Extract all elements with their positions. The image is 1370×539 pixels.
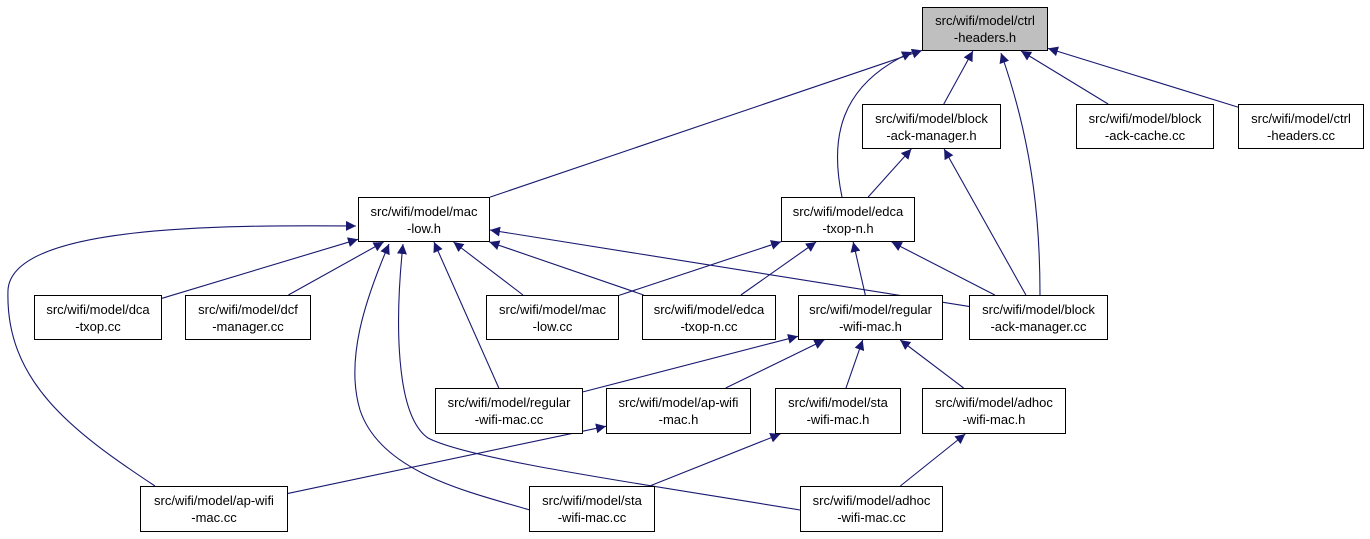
- edge-block-ack-manager-cc-to-mac-low-h: [489, 226, 970, 307]
- node-regular-wifi-mac-cc[interactable]: src/wifi/model/regular -wifi-mac.cc: [435, 388, 583, 434]
- node-label-line1: src/wifi/model/block: [875, 110, 988, 126]
- node-label-line2: -txop-n.cc: [680, 318, 738, 334]
- node-label-line1: src/wifi/model/sta: [542, 493, 642, 508]
- node-label-line1: src/wifi/model/block: [982, 301, 1095, 317]
- edge-regular-wifi-mac-cc-to-mac-low-h: [433, 241, 500, 389]
- node-adhoc-wifi-mac-h[interactable]: src/wifi/model/adhoc -wifi-mac.h: [922, 388, 1066, 434]
- node-ap-wifi-mac-h[interactable]: src/wifi/model/ap-wifi -mac.h: [606, 388, 751, 434]
- edge-ap-wifi-mac-cc-to-ap-wifi-mac-h: [287, 423, 607, 494]
- node-label-line2: -mac.h: [658, 412, 699, 427]
- edge-block-ack-cache-cc-to-ctrl-headers-h: [1020, 50, 1109, 105]
- node-label-line1: src/wifi/model/ap-wifi: [154, 493, 274, 508]
- node-label-line2: -wifi-mac.h: [962, 412, 1026, 427]
- node-label-line1: src/wifi/model/block: [1088, 110, 1202, 126]
- edge-ap-wifi-mac-cc-to-mac-low-h: [7, 220, 357, 487]
- node-label-line1: src/wifi/model/ctrl: [1251, 110, 1351, 126]
- node-edca-txop-n-cc[interactable]: src/wifi/model/edca -txop-n.cc: [642, 295, 776, 340]
- edge-ap-wifi-mac-h-to-regular-wifi-mac-h: [725, 339, 825, 389]
- node-label-line2: -txop.cc: [75, 318, 121, 334]
- node-block-ack-manager-h[interactable]: src/wifi/model/block -ack-manager.h: [862, 104, 1001, 149]
- node-block-ack-manager-cc[interactable]: src/wifi/model/block -ack-manager.cc: [969, 295, 1108, 340]
- node-label-line2: -mac.cc: [191, 510, 237, 525]
- edge-mac-low-h-to-ctrl-headers-h: [489, 48, 923, 198]
- edge-block-ack-manager-cc-to-ctrl-headers-h: [999, 52, 1041, 296]
- node-label-line1: src/wifi/model/regular: [447, 395, 571, 410]
- node-mac-low-cc[interactable]: src/wifi/model/mac -low.cc: [486, 295, 619, 340]
- edge-adhoc-wifi-mac-cc-to-adhoc-wifi-mac-h: [899, 433, 966, 487]
- node-label-line2: -low.cc: [532, 318, 573, 334]
- edge-sta-wifi-mac-cc-to-mac-low-h: [354, 243, 531, 511]
- node-regular-wifi-mac-h[interactable]: src/wifi/model/regular -wifi-mac.h: [798, 295, 943, 340]
- node-ap-wifi-mac-cc[interactable]: src/wifi/model/ap-wifi -mac.cc: [140, 486, 288, 532]
- edge-regular-wifi-mac-cc-to-regular-wifi-mac-h: [582, 333, 799, 393]
- node-label-line1: src/wifi/model/adhoc: [935, 395, 1053, 410]
- edge-edca-txop-n-h-to-block-ack-manager-h: [867, 148, 912, 198]
- node-label-line2: -txop-n.h: [822, 220, 874, 236]
- edge-dca-txop-cc-to-mac-low-h: [161, 237, 359, 299]
- node-sta-wifi-mac-h[interactable]: src/wifi/model/sta -wifi-mac.h: [775, 388, 901, 434]
- node-label-line1: src/wifi/model/edca: [792, 203, 904, 219]
- node-sta-wifi-mac-cc[interactable]: src/wifi/model/sta -wifi-mac.cc: [529, 486, 655, 532]
- node-label-line1: src/wifi/model/ctrl: [935, 13, 1035, 28]
- node-label-line2: -ack-cache.cc: [1104, 127, 1186, 143]
- node-label-line2: -wifi-mac.cc: [837, 510, 906, 525]
- edge-block-ack-manager-cc-to-block-ack-manager-h: [943, 148, 1027, 296]
- edge-ctrl-headers-cc-to-ctrl-headers-h: [1047, 46, 1239, 108]
- node-label-line1: src/wifi/model/mac: [370, 203, 478, 219]
- node-adhoc-wifi-mac-cc[interactable]: src/wifi/model/adhoc -wifi-mac.cc: [800, 486, 943, 532]
- edge-mac-low-cc-to-mac-low-h: [453, 241, 524, 296]
- edge-block-ack-manager-h-to-ctrl-headers-h: [943, 50, 974, 105]
- node-ctrl-headers-cc[interactable]: src/wifi/model/ctrl -headers.cc: [1238, 104, 1364, 149]
- node-label-line1: src/wifi/model/edca: [653, 301, 765, 317]
- node-mac-low-h[interactable]: src/wifi/model/mac -low.h: [358, 197, 490, 242]
- edge-sta-wifi-mac-cc-to-sta-wifi-mac-h: [649, 433, 781, 487]
- node-label-line2: -wifi-mac.cc: [474, 412, 544, 427]
- node-label-line1: src/wifi/model/sta: [788, 395, 888, 410]
- node-label-line1: src/wifi/model/dca: [46, 301, 150, 317]
- node-label-line1: src/wifi/model/mac: [499, 301, 606, 317]
- node-ctrl-headers-h: src/wifi/model/ctrl -headers.h: [922, 7, 1048, 51]
- node-label-line1: src/wifi/model/ap-wifi: [618, 395, 739, 410]
- edge-mac-low-cc-to-edca-txop-n-h: [618, 240, 782, 296]
- edge-adhoc-wifi-mac-h-to-regular-wifi-mac-h: [899, 339, 964, 389]
- node-label-line1: src/wifi/model/dcf: [198, 301, 298, 317]
- edge-sta-wifi-mac-h-to-regular-wifi-mac-h: [845, 339, 865, 389]
- node-label-line2: -headers.cc: [1267, 127, 1335, 143]
- node-label-line2: -headers.h: [953, 30, 1017, 45]
- node-label-line2: -low.h: [407, 220, 441, 236]
- node-label-line1: src/wifi/model/regular: [809, 301, 932, 317]
- edge-edca-txop-n-cc-to-mac-low-h: [489, 240, 644, 296]
- edge-adhoc-wifi-mac-cc-to-mac-low-h: [396, 243, 801, 511]
- edge-edca-txop-n-h-to-ctrl-headers-h: [836, 51, 913, 198]
- node-label-line1: src/wifi/model/adhoc: [812, 493, 931, 508]
- node-label-line2: -manager.cc: [212, 318, 284, 334]
- node-dca-txop-cc[interactable]: src/wifi/model/dca -txop.cc: [34, 295, 162, 340]
- edge-dcf-manager-cc-to-mac-low-h: [288, 241, 384, 296]
- node-label-line2: -wifi-mac.h: [806, 412, 870, 427]
- node-label-line2: -ack-manager.cc: [990, 318, 1087, 334]
- node-label-line2: -ack-manager.h: [886, 127, 977, 143]
- edge-edca-txop-n-cc-to-edca-txop-n-h: [740, 241, 817, 296]
- node-block-ack-cache-cc[interactable]: src/wifi/model/block -ack-cache.cc: [1076, 104, 1214, 149]
- node-edca-txop-n-h[interactable]: src/wifi/model/edca -txop-n.h: [781, 197, 915, 242]
- edge-block-ack-manager-cc-to-edca-txop-n-h: [891, 241, 996, 296]
- edge-regular-wifi-mac-h-to-edca-txop-n-h: [850, 241, 866, 296]
- node-dcf-manager-cc[interactable]: src/wifi/model/dcf -manager.cc: [185, 295, 311, 340]
- node-label-line2: -wifi-mac.h: [839, 318, 902, 334]
- node-label-line2: -wifi-mac.cc: [557, 510, 627, 525]
